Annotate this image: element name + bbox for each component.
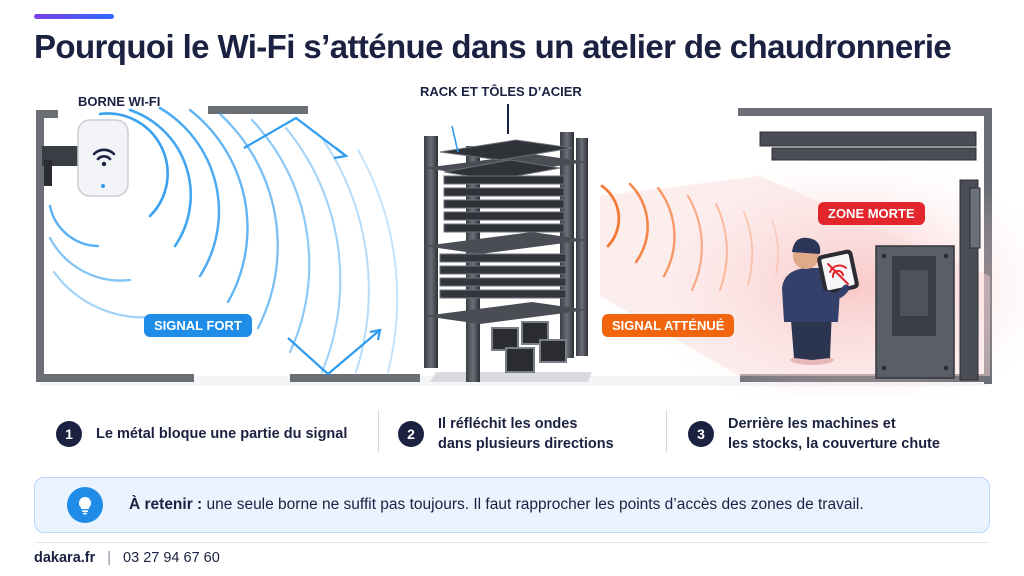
machine: [875, 245, 955, 379]
step-text-line: Derrière les machines et: [728, 416, 896, 432]
lightbulb-icon: [67, 487, 103, 523]
wifi-icon: [92, 148, 116, 161]
step-number: 1: [56, 421, 82, 447]
no-wifi-icon: [827, 263, 849, 285]
dead-zone-badge: ZONE MORTE: [818, 202, 925, 225]
worker-with-tablet: [782, 237, 859, 365]
step-1: 1 Le métal bloque une partie du signal: [56, 410, 347, 458]
access-point-label: BORNE WI-FI: [78, 94, 161, 109]
step-text: Le métal bloque une partie du signal: [96, 426, 348, 442]
weak-signal-badge: SIGNAL ATTÉNUÉ: [602, 314, 735, 337]
page-title: Pourquoi le Wi-Fi s’atténue dans un atel…: [34, 28, 952, 65]
step-number: 2: [398, 421, 424, 447]
footer-divider: [34, 542, 990, 543]
step-text-line: dans plusieurs directions: [438, 436, 614, 452]
step-number: 3: [688, 421, 714, 447]
step-text: Il réfléchit les ondes dans plusieurs di…: [438, 414, 614, 454]
callout-text: À retenir : une seule borne ne suffit pa…: [129, 496, 864, 514]
step-text-line: Il réfléchit les ondes: [438, 416, 578, 432]
footer-phone[interactable]: 03 27 94 67 60: [123, 550, 220, 566]
step-3: 3 Derrière les machines et les stocks, l…: [688, 410, 940, 458]
step-divider: [378, 410, 379, 452]
reflection-arrows: [243, 116, 382, 376]
step-text-line: les stocks, la couverture chute: [728, 436, 940, 452]
step-2: 2 Il réfléchit les ondes dans plusieurs …: [398, 410, 614, 458]
strong-signal-waves: [48, 106, 399, 374]
step-divider: [666, 410, 667, 452]
footer: dakara.fr | 03 27 94 67 60: [34, 550, 220, 566]
rack-label: RACK ET TÔLES D’ACIER: [420, 84, 582, 99]
explanation-steps: 1 Le métal bloque une partie du signal 2…: [56, 410, 996, 458]
callout-body: une seule borne ne suffit pas toujours. …: [202, 496, 864, 513]
access-point: [42, 119, 129, 197]
key-takeaway-callout: À retenir : une seule borne ne suffit pa…: [34, 477, 990, 533]
title-accent-bar: [34, 14, 114, 19]
strong-signal-badge: SIGNAL FORT: [144, 314, 252, 337]
workshop-illustration: [36, 104, 1024, 396]
workshop-scene: BORNE WI-FI RACK ET TÔLES D’ACIER SIGNAL…: [0, 76, 1024, 396]
step-text: Derrière les machines et les stocks, la …: [728, 414, 940, 454]
callout-lead: À retenir :: [129, 496, 203, 513]
weak-signal-waves: [600, 182, 779, 292]
left-room-walls: [36, 106, 420, 382]
footer-separator: |: [107, 550, 112, 566]
steel-rack: [424, 104, 592, 382]
footer-site-link[interactable]: dakara.fr: [34, 550, 96, 566]
steel-beams: [759, 131, 981, 381]
